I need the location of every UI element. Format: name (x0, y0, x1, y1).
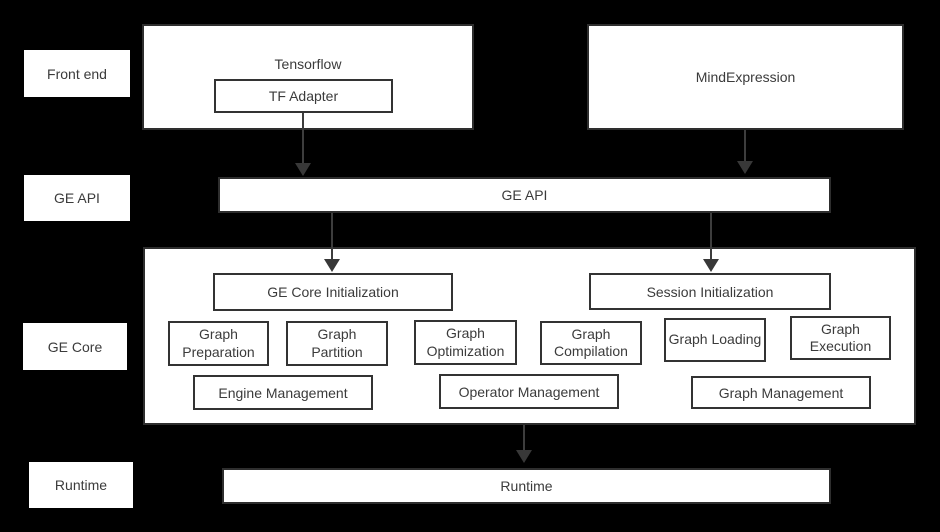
arrow-line (331, 213, 333, 260)
stage-box-graph-optimization: Graph Optimization (414, 320, 517, 365)
stage-box-graph-execution: Graph Execution (790, 316, 891, 360)
rail-label-ge-core: GE Core (23, 323, 127, 370)
tensorflow-label: Tensorflow (274, 56, 342, 72)
ge-core-initialization-box: GE Core Initialization (213, 273, 453, 311)
arrow-line (523, 425, 525, 451)
arrow-head-icon (295, 163, 311, 176)
arrow-head-icon (516, 450, 532, 463)
stage-box-graph-partition: Graph Partition (286, 321, 388, 366)
stage-box-graph-loading: Graph Loading (664, 318, 766, 362)
rail-label-front-end: Front end (24, 50, 130, 97)
runtime-bar: Runtime (222, 468, 831, 504)
arrow-head-icon (703, 259, 719, 272)
arrow-line (302, 113, 304, 164)
rail-label-ge-api: GE API (24, 175, 130, 221)
ge-core-container: GE Core Initialization Session Initializ… (143, 247, 916, 425)
arrow-head-icon (737, 161, 753, 174)
rail-label-runtime: Runtime (29, 462, 133, 508)
engine-management-box: Engine Management (193, 375, 373, 410)
mind-expression-box: MindExpression (587, 24, 904, 130)
arrow-line (744, 130, 746, 162)
stage-box-graph-compilation: Graph Compilation (540, 321, 642, 365)
arrow-head-icon (324, 259, 340, 272)
session-initialization-box: Session Initialization (589, 273, 831, 310)
stage-box-graph-preparation: Graph Preparation (168, 321, 269, 366)
graph-management-box: Graph Management (691, 376, 871, 409)
ge-api-bar: GE API (218, 177, 831, 213)
arrow-line (710, 213, 712, 260)
operator-management-box: Operator Management (439, 374, 619, 409)
tensorflow-box: Tensorflow TF Adapter (142, 24, 474, 130)
tf-adapter-box: TF Adapter (214, 79, 393, 113)
